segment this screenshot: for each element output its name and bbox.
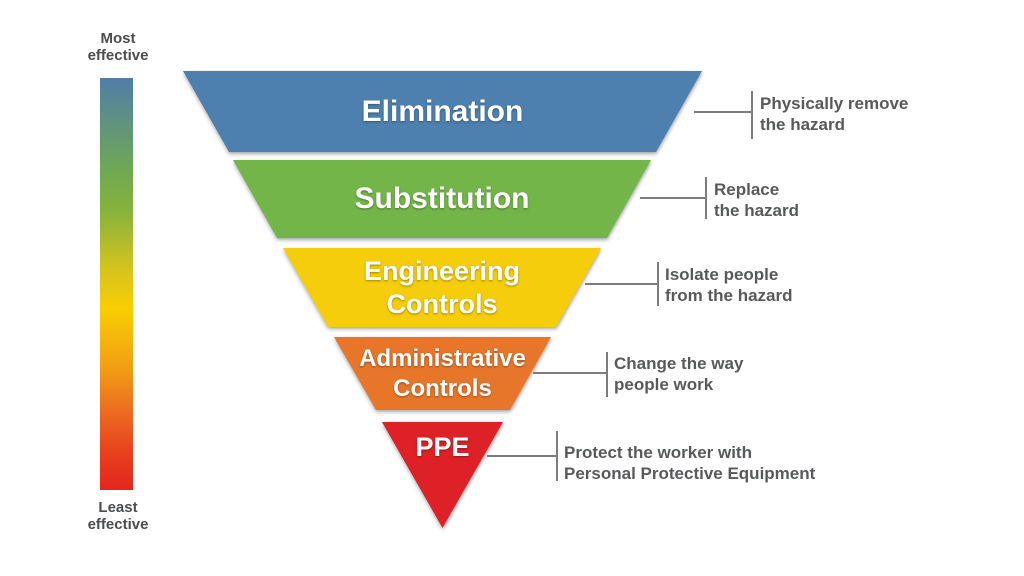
annotation-elimination-line1: Physically remove (760, 94, 909, 113)
leader-line-substitution (640, 197, 706, 199)
most-effective-label: Most effective (87, 30, 149, 64)
annotation-elimination-line2: the hazard (760, 115, 846, 134)
level-ppe-label: PPE (415, 432, 469, 462)
annotation-ppe: Protect the worker with Personal Protect… (564, 442, 815, 484)
level-substitution-label: Substitution (355, 182, 530, 216)
level-elimination: Elimination (183, 71, 702, 152)
annotation-substitution-line1: Replace (714, 180, 780, 199)
level-elimination-label: Elimination (362, 95, 524, 129)
level-administrative-controls-label-line2: Controls (393, 374, 492, 402)
annotation-ppe-line1: Protect the worker with (564, 443, 752, 462)
level-engineering-controls-shape: Engineering Controls (283, 248, 601, 327)
annotation-substitution-line2: the hazard (714, 201, 800, 220)
level-substitution-label-line: Substitution (354, 182, 530, 215)
leader-tick-engineering-controls (657, 262, 659, 306)
leader-line-ppe (487, 455, 557, 457)
leader-tick-elimination (751, 91, 753, 139)
level-engineering-controls: Engineering Controls (283, 248, 601, 327)
leader-tick-administrative-controls (606, 352, 608, 397)
level-engineering-controls-label: Engineering Controls (364, 255, 520, 321)
least-effective-label: Least effective (87, 499, 149, 533)
annotation-administrative-controls: Change the way people work (614, 353, 743, 395)
leader-line-elimination (694, 111, 752, 113)
level-administrative-controls-shape: Administrative Controls (334, 337, 551, 410)
level-elimination-label-line: Elimination (361, 94, 524, 128)
level-ppe-shape: PPE (382, 422, 503, 528)
level-administrative-controls: Administrative Controls (334, 337, 551, 410)
leader-line-administrative-controls (533, 372, 607, 374)
annotation-elimination: Physically remove the hazard (760, 93, 908, 135)
annotation-administrative-controls-line1: Change the way (614, 354, 744, 373)
level-elimination-shape: Elimination (183, 71, 702, 152)
leader-line-engineering-controls (585, 283, 658, 285)
level-substitution-shape: Substitution (233, 160, 651, 238)
leader-tick-substitution (705, 177, 707, 219)
annotation-ppe-line2: Personal Protective Equipment (564, 464, 816, 483)
level-substitution: Substitution (233, 160, 651, 238)
level-ppe: PPE (382, 422, 503, 528)
annotation-engineering-controls: Isolate people from the hazard (665, 264, 793, 306)
effectiveness-gradient-bar (100, 78, 133, 490)
level-engineering-controls-label-line2: Controls (386, 288, 498, 319)
annotation-substitution: Replace the hazard (714, 179, 799, 221)
level-administrative-controls-label-line1: Administrative (359, 344, 526, 372)
annotation-engineering-controls-line2: from the hazard (665, 286, 793, 305)
annotation-administrative-controls-line2: people work (614, 375, 714, 394)
level-ppe-label-line: PPE (415, 432, 470, 462)
level-engineering-controls-label-line1: Engineering (363, 255, 520, 286)
level-administrative-controls-label: Administrative Controls (359, 344, 526, 404)
annotation-engineering-controls-line1: Isolate people (665, 265, 779, 284)
leader-tick-ppe (556, 431, 558, 481)
